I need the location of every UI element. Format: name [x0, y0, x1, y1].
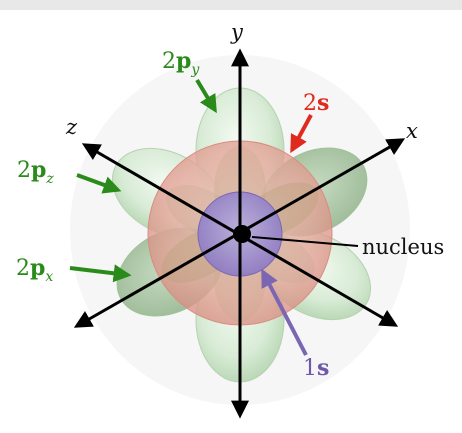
z-axis-label: z	[66, 117, 77, 138]
orbital-label-1s: 1s	[303, 357, 329, 380]
orbital-label-2py-subscript: y	[191, 62, 199, 78]
orbital-label-2py: 2py	[162, 50, 199, 73]
orbital-label-2s-number: 2	[303, 91, 317, 116]
x-axis-label: x	[406, 121, 418, 142]
orbital-label-2px-letter: p	[30, 255, 45, 281]
orbital-label-2pz-subscript: z	[46, 171, 53, 187]
orbital-label-2s-letter: s	[317, 90, 329, 116]
orbital-label-2pz-letter: p	[31, 157, 46, 183]
orbital-label-2py-number: 2	[162, 49, 176, 74]
orbital-label-2pz: 2pz	[17, 159, 54, 182]
orbital-label-2px: 2px	[16, 257, 53, 280]
nucleus-dot	[233, 225, 251, 243]
orbital-label-2s: 2s	[303, 92, 329, 115]
orbital-label-2pz-number: 2	[17, 158, 31, 183]
y-axis-label: y	[231, 22, 243, 43]
orbital-label-2px-subscript: x	[45, 269, 53, 285]
orbital-label-2px-number: 2	[16, 256, 30, 281]
orbital-label-1s-letter: s	[317, 355, 329, 381]
orbital-label-2py-letter: p	[176, 48, 191, 74]
nucleus-label: nucleus	[362, 237, 444, 258]
orbital-label-1s-number: 1	[303, 356, 317, 381]
